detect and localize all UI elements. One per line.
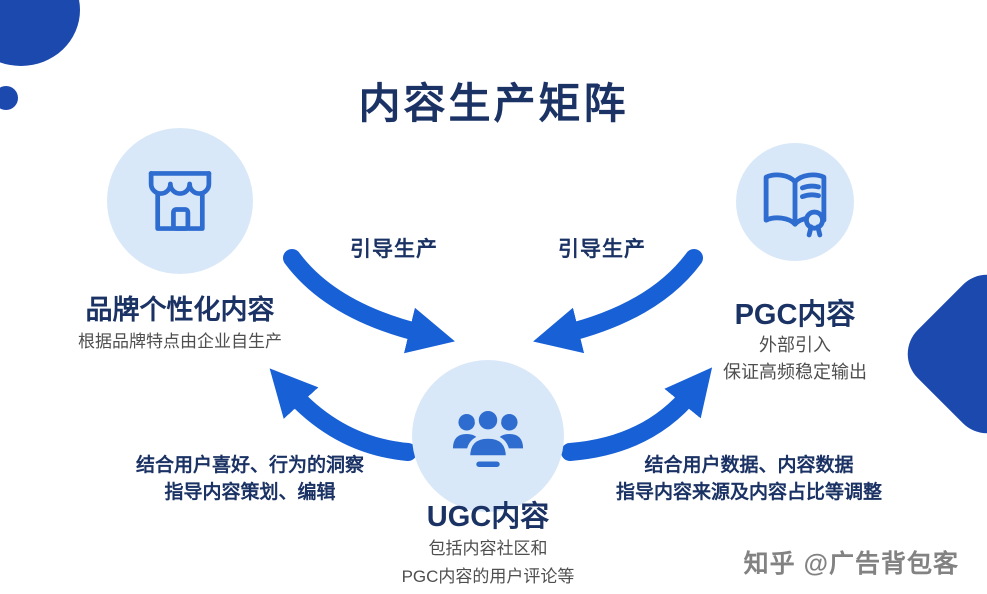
arrow-pgc-to-ugc [533,249,703,354]
brand-node-circle [107,128,253,274]
pgc-node-subtitle-line2: 保证高频稳定输出 [723,362,867,382]
ugc-node-title: UGC内容 [426,501,550,533]
dot-decoration [0,86,18,110]
arrow-label-brand-to-ugc: 引导生产 [350,238,438,261]
arrow-brand-to-ugc [283,249,455,354]
zhihu-watermark: 知乎 @广告背包客 [743,550,959,578]
pgc-node-circle [736,143,854,261]
brand-node-title: 品牌个性化内容 [85,295,275,325]
ugc-node-subtitle-line1: 包括内容社区和 [428,539,548,558]
arrow-ugc-to-brand [269,368,417,461]
ugc-node-circle [412,360,564,512]
arrow-ugc-to-pgc [561,367,713,461]
pgc-node-subtitle-line1: 外部引入 [759,335,831,355]
annotation-ugc-to-pgc-line1: 结合用户数据、内容数据 [644,455,854,476]
annotation-ugc-to-brand-line1: 结合用户喜好、行为的洞察 [135,455,364,476]
annotation-ugc-to-brand: 结合用户喜好、行为的洞察 指导内容策划、编辑 [92,452,408,506]
annotation-ugc-to-pgc: 结合用户数据、内容数据 指导内容来源及内容占比等调整 [588,452,910,506]
user-group-icon [452,406,524,467]
pgc-node-title: PGC内容 [734,299,856,331]
arrow-label-pgc-to-ugc: 引导生产 [558,238,646,261]
storefront-icon [148,171,212,231]
page-title: 内容生产矩阵 [358,80,629,127]
annotation-ugc-to-pgc-line2: 指导内容来源及内容占比等调整 [615,482,882,503]
annotation-ugc-to-brand-line2: 指导内容策划、编辑 [164,482,336,503]
open-book-icon [763,172,827,238]
brand-node-subtitle: 根据品牌特点由企业自生产 [78,332,282,351]
ugc-node-subtitle-line2: PGC内容的用户评论等 [401,567,575,586]
